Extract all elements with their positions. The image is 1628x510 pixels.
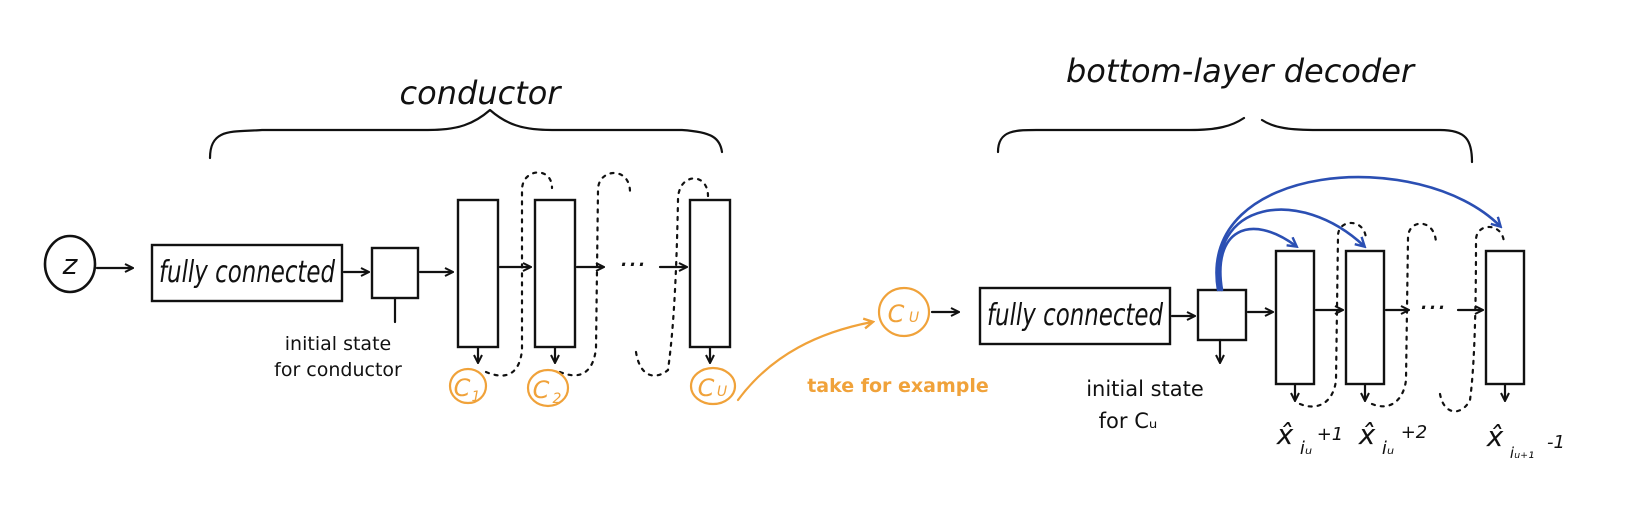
conductor-feedback-1 xyxy=(484,171,554,377)
decoder-ellipsis: ··· xyxy=(1419,291,1446,324)
decoder-input-label: C xyxy=(888,300,905,328)
decoder-init-note-line1: initial state xyxy=(1086,377,1204,401)
decoder-feedback-1 xyxy=(1298,221,1368,408)
latent-z-label: z xyxy=(62,248,79,281)
x-hat-2-offset: +2 xyxy=(1401,422,1428,443)
c2-subscript: 2 xyxy=(553,391,562,407)
cu-label: C xyxy=(698,374,715,402)
latent-z-node: z xyxy=(43,234,97,294)
decoder-fc-label: fully connected xyxy=(987,298,1164,333)
conductor-init-note-line2: for conductor xyxy=(274,359,402,381)
decoder-cell-2 xyxy=(1344,249,1386,386)
decoder-input-cu: C U xyxy=(877,286,931,338)
example-note: take for example xyxy=(807,375,989,397)
decoder-output-last: x̂ iᵤ₊₁ -1 xyxy=(1486,420,1565,462)
x-hat-1-offset: +1 xyxy=(1317,424,1344,445)
conductor-output-cu: C U xyxy=(689,366,737,406)
conductor-cell-2 xyxy=(533,198,577,349)
c1-label: C xyxy=(454,374,471,402)
x-hat-last-offset: -1 xyxy=(1547,432,1565,453)
decoder-output-1: x̂ iᵤ +1 xyxy=(1276,418,1344,459)
x-hat-2: x̂ xyxy=(1358,418,1376,451)
conductor-feedback-u xyxy=(634,177,710,377)
decoder-cell-last xyxy=(1484,249,1526,386)
conductor-fc-label: fully connected xyxy=(159,255,336,290)
conductor-fc-block: fully connected xyxy=(150,243,344,303)
cu-subscript: U xyxy=(717,384,727,400)
c2-label: C xyxy=(533,376,550,404)
decoder-initial-state-box xyxy=(1196,288,1248,342)
decoder-feedback-last xyxy=(1438,225,1506,413)
x-hat-2-subscript: iᵤ xyxy=(1382,438,1394,459)
conductor-initial-state-box xyxy=(370,246,420,300)
decoder-fc-block: fully connected xyxy=(978,286,1172,346)
cu-conditioning-arrow-last xyxy=(1215,175,1500,292)
decoder-feedback-2 xyxy=(1370,222,1438,408)
decoder-output-2: x̂ iᵤ +2 xyxy=(1358,418,1428,459)
conductor-feedback-2 xyxy=(558,172,632,377)
conductor-output-c1: C 1 xyxy=(448,367,488,405)
conductor-init-note-line1: initial state xyxy=(285,333,391,355)
c1-subscript: 1 xyxy=(472,389,481,405)
x-hat-1-subscript: iᵤ xyxy=(1300,438,1312,459)
conductor-cell-u xyxy=(688,198,732,349)
x-hat-1: x̂ xyxy=(1276,418,1294,451)
x-hat-last-subscript: iᵤ₊₁ xyxy=(1510,444,1534,462)
decoder-title: bottom-layer decoder xyxy=(1066,52,1416,90)
decoder-cell-1 xyxy=(1274,249,1316,386)
conductor-brace xyxy=(208,108,724,160)
example-link-arrow xyxy=(736,322,872,402)
decoder-brace xyxy=(996,116,1474,164)
x-hat-last: x̂ xyxy=(1486,420,1504,453)
conductor-title: conductor xyxy=(400,74,563,112)
conductor-cell-1 xyxy=(456,198,500,349)
conductor-output-c2: C 2 xyxy=(526,368,570,408)
decoder-init-note-line2: for Cᵤ xyxy=(1099,409,1158,433)
decoder-input-subscript: U xyxy=(909,310,919,326)
cu-conditioning-arrow-2 xyxy=(1217,208,1364,292)
cu-conditioning-arrow-1 xyxy=(1219,227,1296,292)
conductor-ellipsis: ··· xyxy=(619,248,646,281)
